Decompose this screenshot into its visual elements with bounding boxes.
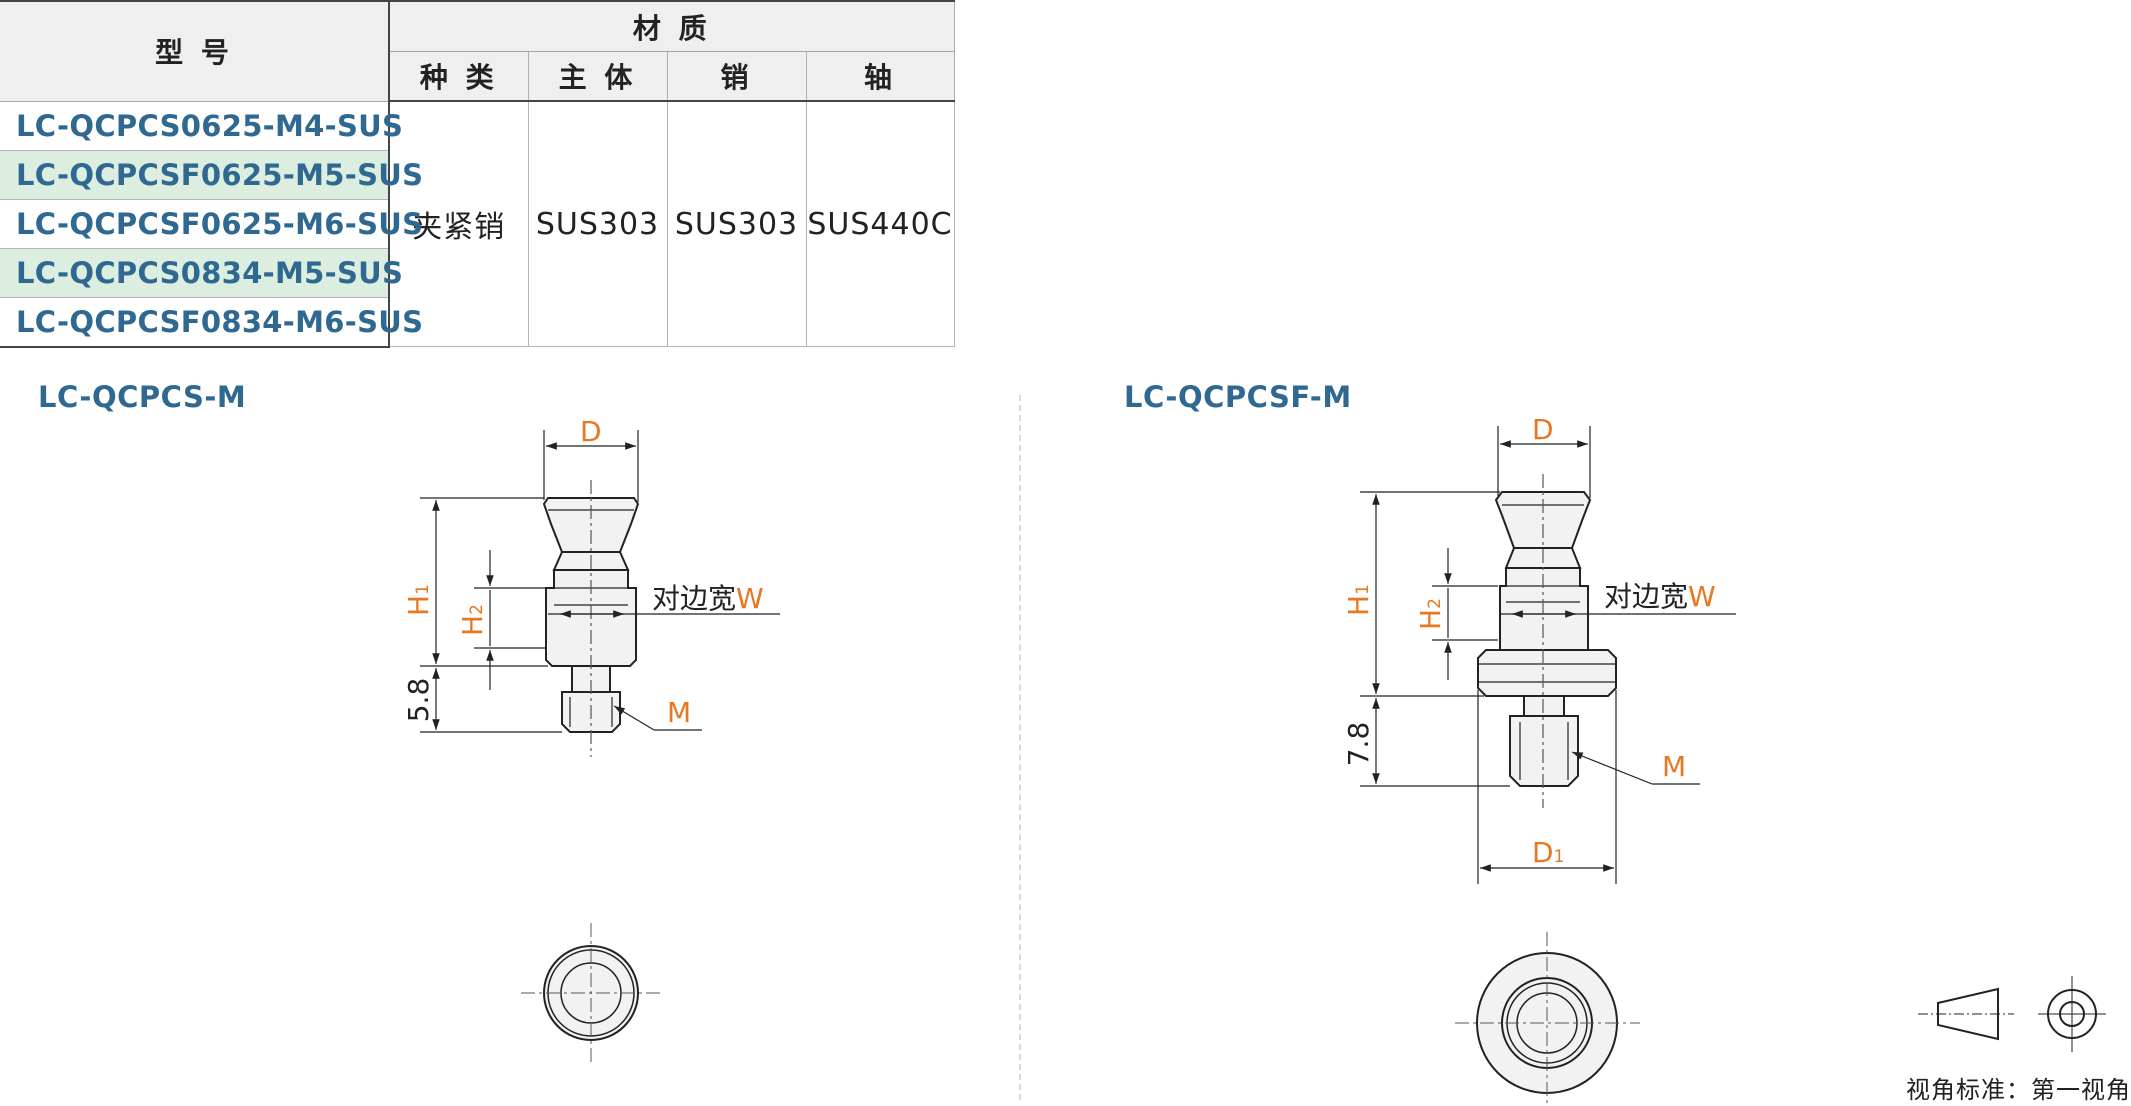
table-row: LC-QCPCS0834-M5-SUS: [0, 248, 954, 298]
header-material: 材 质: [388, 0, 955, 52]
table-row: LC-QCPCSF0834-M6-SUS: [0, 297, 954, 348]
right-dim-h1: H1: [1342, 584, 1375, 616]
right-flange: [1477, 649, 1617, 697]
left-dim-h1: H1: [402, 584, 435, 616]
table-row: LC-QCPCSF0625-M6-SUS: [0, 199, 954, 249]
right-top-view: [1455, 932, 1640, 1106]
header-model: 型 号: [0, 0, 390, 102]
left-dim-h2: H2: [456, 604, 489, 636]
table-row: LC-QCPCSF0625-M5-SUS: [0, 150, 954, 200]
right-thread-label: M: [1662, 750, 1686, 783]
right-drawing-title: LC-QCPCSF-M: [1124, 380, 1352, 414]
header-pin: 销: [666, 51, 807, 102]
model-cell: LC-QCPCSF0625-M6-SUS: [0, 199, 423, 249]
table-row: LC-QCPCS0625-M4-SUS 夹紧销 SUS303 SUS303 SU…: [0, 101, 955, 347]
right-dim-d: D: [1532, 413, 1554, 446]
right-dim-d1: D1: [1532, 836, 1564, 869]
model-cell: LC-QCPCSF0834-M6-SUS: [0, 297, 423, 348]
right-flat-width: 对边宽W: [1604, 580, 1716, 613]
left-thread-label: M: [667, 696, 691, 729]
left-side-view: [542, 497, 640, 733]
header-shaft: 轴: [805, 51, 955, 102]
projection-symbol: [1918, 976, 2106, 1052]
body-material-cell: SUS303: [527, 101, 668, 347]
left-dim-bottom-length: 5.8: [402, 678, 435, 723]
model-cell: LC-QCPCSF0625-M5-SUS: [0, 150, 423, 200]
spec-table: 型 号 材 质 种 类 主 体 销 轴 LC-QCPCS0625-M4-SUS …: [0, 0, 955, 348]
drawing-divider: [1019, 395, 1021, 1100]
left-top-view: [521, 923, 661, 1063]
left-flat-width: 对边宽W: [652, 582, 764, 615]
right-thread: [1509, 715, 1579, 787]
right-pin-body: [1499, 567, 1589, 651]
header-body: 主 体: [527, 51, 668, 102]
model-cell: LC-QCPCS0834-M5-SUS: [0, 248, 403, 298]
shaft-material-cell: SUS440C: [805, 101, 955, 347]
header-type: 种 类: [388, 51, 529, 102]
right-side-view: [1477, 491, 1617, 787]
left-dim-d: D: [580, 415, 602, 448]
right-dim-bottom-length: 7.8: [1342, 722, 1375, 767]
type-cell: 夹紧销: [388, 101, 529, 347]
left-drawing-title: LC-QCPCS-M: [38, 380, 247, 414]
pin-material-cell: SUS303: [666, 101, 807, 347]
projection-label: 视角标准：第一视角: [1906, 1076, 2131, 1104]
model-cell: LC-QCPCS0625-M4-SUS: [0, 101, 403, 151]
right-dim-h2: H2: [1414, 598, 1447, 630]
